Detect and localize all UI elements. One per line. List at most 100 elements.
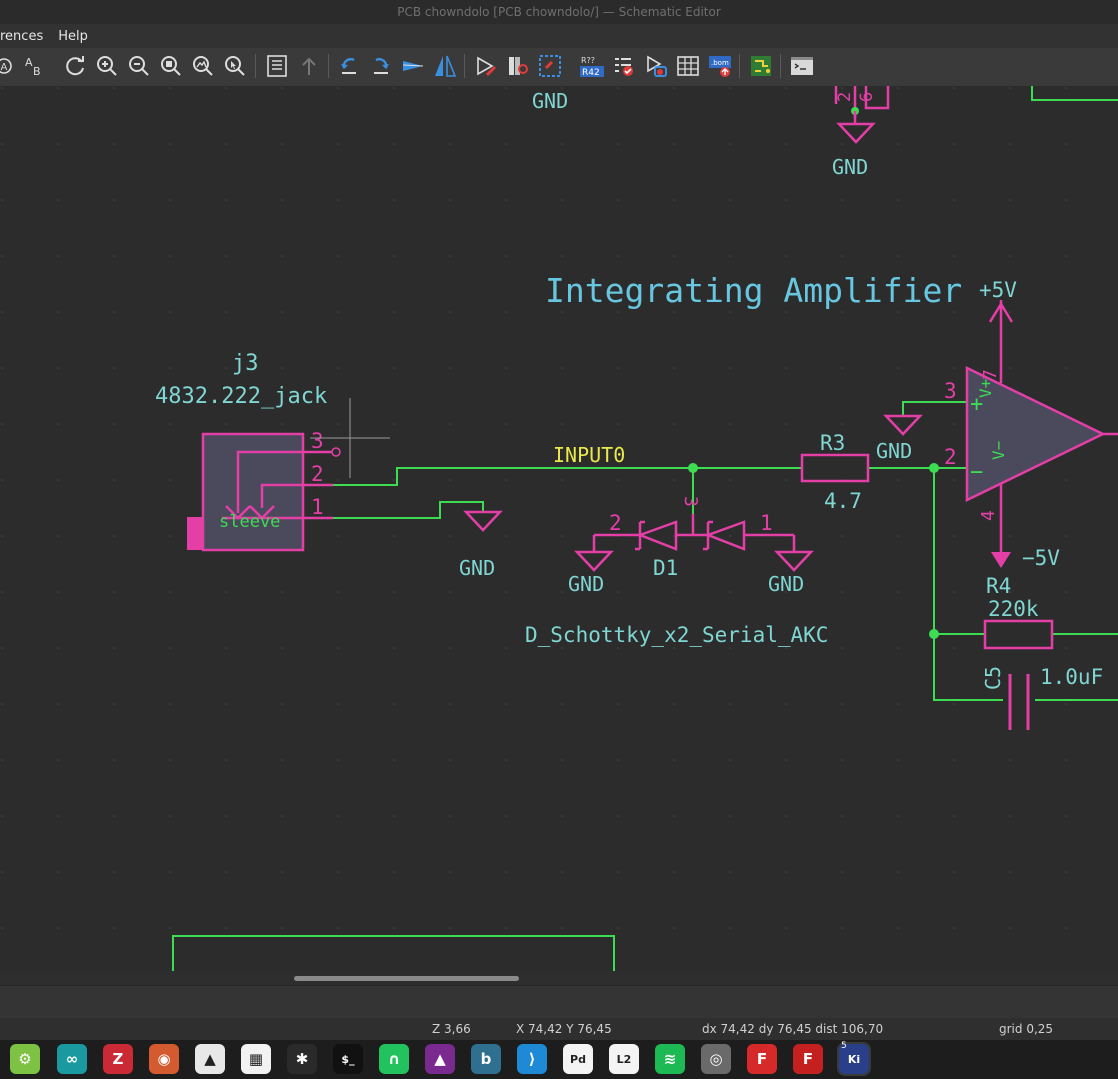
net-label-input0[interactable]: INPUT0	[553, 443, 625, 467]
menu-preferences[interactable]: rences	[0, 28, 44, 44]
svg-text:R42: R42	[582, 68, 600, 78]
r4-reference: R4	[986, 574, 1011, 598]
capacitor-c5-symbol[interactable]	[1008, 674, 1030, 730]
sheet-notes-title: Integrating Amplifier	[545, 271, 962, 310]
svg-text:A: A	[1, 62, 8, 73]
junction-feedback	[929, 629, 939, 639]
freecad-app-icon[interactable]: F	[747, 1044, 777, 1074]
power-minus5-label: −5V	[1022, 546, 1060, 570]
zotero-app-icon[interactable]: Z	[103, 1044, 133, 1074]
annotate-schematic-icon[interactable]: R?? R42	[579, 53, 605, 79]
junction-opamp-inverting	[929, 463, 939, 473]
mirror-vertical-icon[interactable]	[400, 53, 426, 79]
zoom-selection-icon[interactable]	[222, 53, 248, 79]
resistor-r4-symbol[interactable]	[983, 619, 1054, 650]
gnd-label-opamp: GND	[876, 439, 912, 463]
zoom-objects-icon[interactable]	[190, 53, 216, 79]
gnd-label-d1-right: GND	[768, 572, 804, 596]
svg-text:.bom: .bom	[711, 59, 729, 67]
r3-reference: R3	[820, 431, 845, 455]
diode-d1-symbol[interactable]	[574, 514, 814, 572]
terminal-app-icon[interactable]: $_	[333, 1044, 363, 1074]
gnd-symbol-connector[interactable]	[463, 510, 503, 532]
opamp-symbol[interactable]	[965, 300, 1118, 568]
horizontal-scrollbar-thumb[interactable]	[294, 976, 519, 981]
spotify-app-icon[interactable]: ≋	[655, 1044, 685, 1074]
symbol-editor-icon[interactable]	[473, 53, 499, 79]
affinity-app-icon[interactable]: ▲	[425, 1044, 455, 1074]
hierarchy-navigator-icon[interactable]	[264, 53, 290, 79]
r4-value: 220k	[988, 597, 1039, 621]
figma-app-icon[interactable]: ✱	[287, 1044, 317, 1074]
cursor-position-readout: X 74,42 Y 76,45	[516, 1022, 612, 1036]
zoom-out-icon[interactable]	[126, 53, 152, 79]
assign-footprints-icon[interactable]	[643, 53, 669, 79]
zoom-fit-icon[interactable]	[158, 53, 184, 79]
schematic-drawing[interactable]: GND 2 6 GND Integrating Amplifier j3 483…	[0, 86, 1118, 971]
toolbar-separator	[780, 54, 781, 78]
j3-value: 4832.222_jack	[155, 384, 327, 409]
b-app-icon[interactable]: b	[471, 1044, 501, 1074]
update-from-pcb-icon[interactable]	[537, 53, 563, 79]
j3-pin-1: 1	[311, 495, 324, 519]
r3-value: 4.7	[824, 489, 862, 513]
opamp-pin-4: 4	[978, 510, 999, 521]
symbol-library-browser-icon[interactable]	[505, 53, 531, 79]
package-app-icon[interactable]: ▦	[241, 1044, 271, 1074]
inkscape-app-icon[interactable]: ▲	[195, 1044, 225, 1074]
c5-reference: C5	[981, 666, 1005, 690]
bom-table-icon[interactable]	[675, 53, 701, 79]
open-pcb-icon[interactable]	[748, 53, 774, 79]
power-plus5-label: +5V	[979, 278, 1017, 302]
menu-help[interactable]: Help	[58, 28, 88, 44]
zoom-readout: Z 3,66	[432, 1022, 471, 1036]
mirror-horizontal-icon[interactable]	[432, 53, 458, 79]
opamp-pin-3: 3	[944, 379, 957, 403]
scripting-console-icon[interactable]	[789, 53, 815, 79]
rotate-cw-icon[interactable]	[368, 53, 394, 79]
opamp-plus-sign: +	[970, 392, 983, 417]
gnd-symbol-opamp[interactable]	[883, 414, 923, 436]
opamp-pin-7: 7	[980, 369, 1001, 380]
rotate-ccw-icon[interactable]	[336, 53, 362, 79]
svg-text:B: B	[33, 65, 41, 78]
l2ork-app-icon[interactable]: L2	[609, 1044, 639, 1074]
arduino-app-icon[interactable]: ∞	[57, 1044, 87, 1074]
menu-bar: rences Help	[0, 24, 1118, 48]
toolbar-separator	[739, 54, 740, 78]
gimp-app-icon[interactable]: ◉	[149, 1044, 179, 1074]
refresh-icon[interactable]	[62, 53, 88, 79]
leave-sheet-icon[interactable]	[296, 53, 322, 79]
svg-text:R??: R??	[581, 56, 595, 65]
freecad-config-app-icon[interactable]: F	[793, 1044, 823, 1074]
annotate-icon[interactable]: A	[0, 53, 18, 79]
zoom-in-icon[interactable]	[94, 53, 120, 79]
d1-pin-3: 3	[680, 496, 701, 507]
delta-readout: dx 74,42 dy 76,45 dist 106,70	[702, 1022, 884, 1036]
opamp-pin-2: 2	[944, 445, 957, 469]
puredata-app-icon[interactable]: Pd	[563, 1044, 593, 1074]
gnd-symbol-top[interactable]	[836, 111, 876, 144]
d1-pin-1: 1	[760, 511, 773, 535]
j3-reference: j3	[232, 351, 259, 376]
toolbar-separator	[464, 54, 465, 78]
tool-app-icon[interactable]: ⚙	[10, 1044, 40, 1074]
resistor-r3-symbol[interactable]	[800, 453, 870, 483]
vscode-app-icon[interactable]: ⟩	[517, 1044, 547, 1074]
headset-app-icon[interactable]: ∩	[379, 1044, 409, 1074]
canvas-grid	[0, 86, 1118, 971]
kicad-window-count-badge: 5	[841, 1041, 847, 1051]
top-pin-2: 2	[835, 92, 855, 102]
swirl-app-icon[interactable]: ◎	[701, 1044, 731, 1074]
horizontal-scrollbar[interactable]	[0, 971, 1118, 985]
erc-icon[interactable]	[611, 53, 637, 79]
schematic-canvas[interactable]: GND 2 6 GND Integrating Amplifier j3 483…	[0, 86, 1118, 971]
bom-export-icon[interactable]: .bom	[707, 53, 733, 79]
connector-j3-symbol[interactable]	[187, 432, 341, 552]
top-pin-6: 6	[857, 92, 877, 102]
junction-input	[688, 463, 698, 473]
